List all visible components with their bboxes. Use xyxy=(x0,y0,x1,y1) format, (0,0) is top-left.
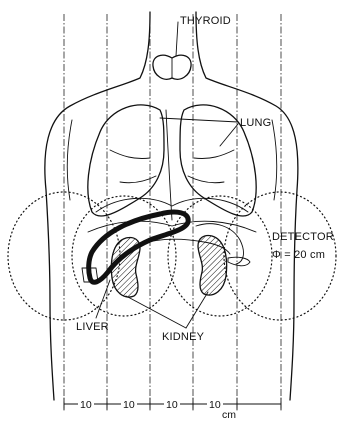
right-kidney xyxy=(198,235,227,295)
label-thyroid: THYROID xyxy=(180,15,231,27)
right-arm-crease xyxy=(272,120,277,200)
scale-bar: 10 10 10 10 cm xyxy=(64,398,281,421)
kidney-leader-right xyxy=(186,292,208,328)
thyroid-leader xyxy=(176,22,178,56)
torso-left-edge xyxy=(45,12,150,400)
right-lung-fissure xyxy=(194,150,234,159)
torso-right-edge xyxy=(196,12,298,400)
lung-leader-right xyxy=(220,124,238,146)
lung-leader-left xyxy=(160,118,238,122)
kidney-leader-left xyxy=(126,296,186,328)
scale-label-3: 10 xyxy=(166,399,178,411)
scale-label-4: 10 xyxy=(209,399,221,411)
left-lung-fissure-2 xyxy=(120,176,156,183)
label-detector-size: Φ = 20 cm xyxy=(272,249,325,261)
liver-leader xyxy=(96,280,110,318)
scale-unit: cm xyxy=(222,409,236,421)
label-liver: LIVER xyxy=(76,321,109,333)
spleen-tip xyxy=(228,257,250,266)
label-kidney: KIDNEY xyxy=(162,331,205,343)
left-lung-fissure xyxy=(110,150,150,159)
left-arm-crease xyxy=(67,120,72,200)
scale-label-1: 10 xyxy=(80,399,92,411)
scale-label-2: 10 xyxy=(123,399,135,411)
abdominal-organs xyxy=(140,224,250,266)
left-kidney xyxy=(111,237,140,297)
label-detector: DETECTOR xyxy=(272,231,334,243)
label-lung: LUNG xyxy=(240,117,271,129)
thyroid xyxy=(153,55,191,79)
